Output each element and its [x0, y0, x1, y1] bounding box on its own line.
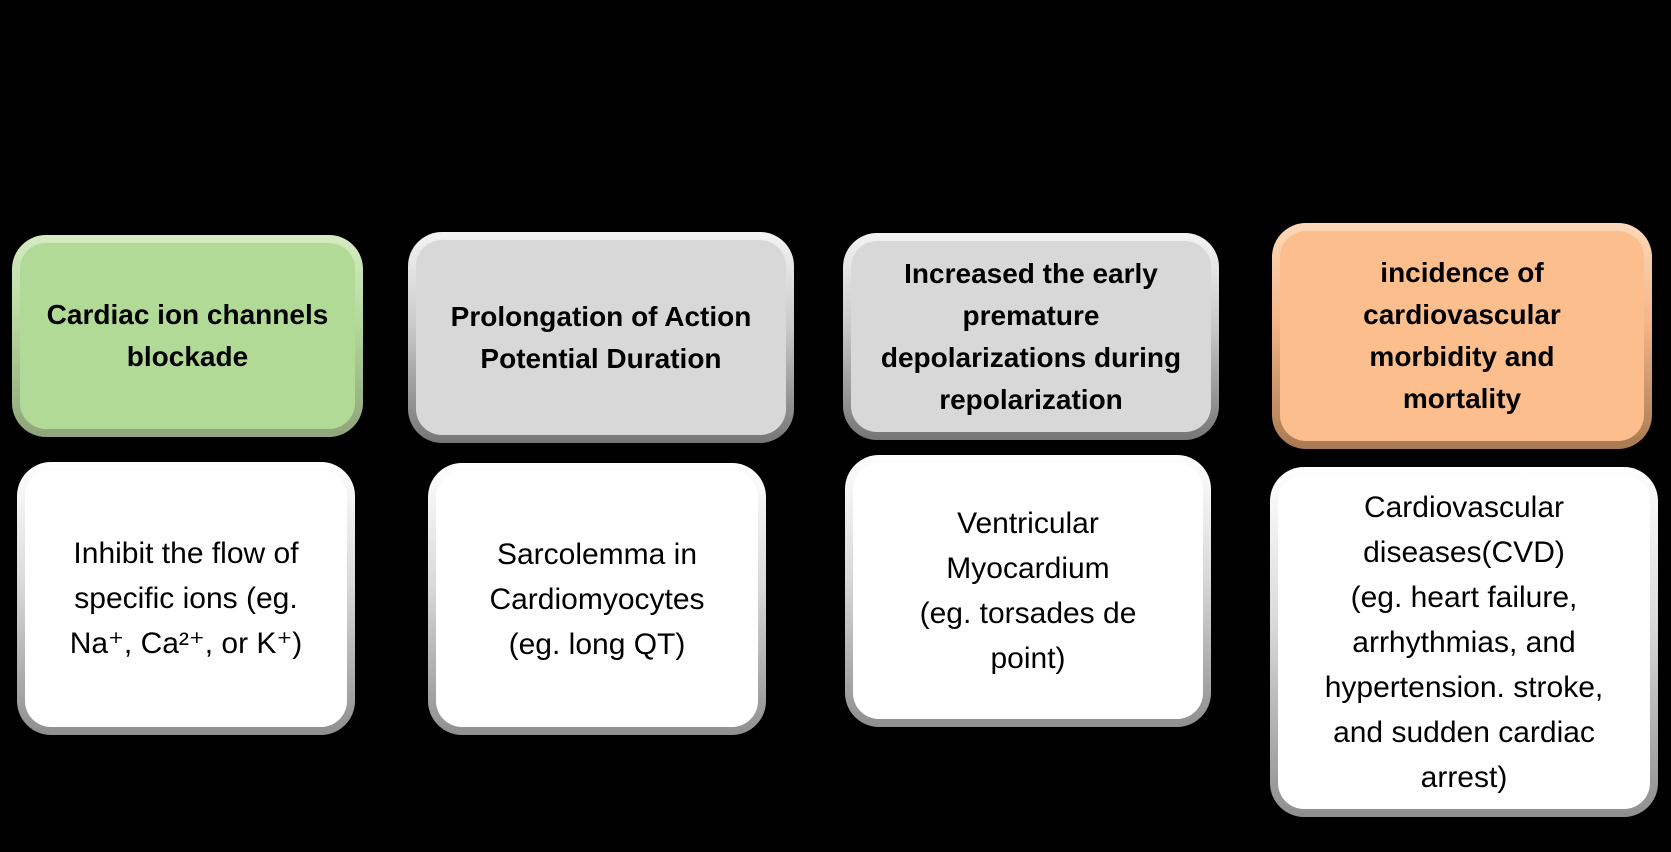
detail-box-ventricular-myocardium-fill: Ventricular Myocardium (eg. torsades de …	[853, 463, 1203, 719]
detail-ion-flow-inhibition-text: Inhibit the flow of specific ions (eg. N…	[69, 537, 303, 660]
header-box-cv-morbidity-mortality: incidence of cardiovascular morbidity an…	[1272, 223, 1652, 449]
detail-cardiovascular-diseases-text: Cardiovascular diseases(CVD) (eg. heart …	[1324, 490, 1604, 794]
detail-box-cardiovascular-diseases-fill: Cardiovascular diseases(CVD) (eg. heart …	[1278, 475, 1650, 809]
header-box-cv-morbidity-mortality-fill: incidence of cardiovascular morbidity an…	[1280, 231, 1644, 441]
header-box-early-depolarizations-fill: Increased the early premature depolariza…	[851, 241, 1211, 432]
detail-box-ion-flow-inhibition-fill: Inhibit the flow of specific ions (eg. N…	[25, 470, 347, 727]
detail-ventricular-myocardium-text: Ventricular Myocardium (eg. torsades de …	[919, 507, 1137, 675]
header-box-cardiac-ion-channels: Cardiac ion channels blockade	[12, 235, 363, 437]
header-cardiac-ion-channels-text: Cardiac ion channels blockade	[46, 299, 329, 372]
detail-box-sarcolemma-cardiomyocytes-fill: Sarcolemma in Cardiomyocytes (eg. long Q…	[436, 471, 758, 727]
header-action-potential-duration-text: Prolongation of Action Potential Duratio…	[450, 300, 752, 374]
header-box-action-potential-duration-fill: Prolongation of Action Potential Duratio…	[416, 240, 786, 435]
detail-box-cardiovascular-diseases: Cardiovascular diseases(CVD) (eg. heart …	[1270, 467, 1658, 817]
header-cv-morbidity-mortality-text: incidence of cardiovascular morbidity an…	[1363, 257, 1561, 414]
header-early-depolarizations-text: Increased the early premature depolariza…	[880, 257, 1182, 415]
header-box-early-depolarizations: Increased the early premature depolariza…	[843, 233, 1219, 440]
detail-box-sarcolemma-cardiomyocytes: Sarcolemma in Cardiomyocytes (eg. long Q…	[428, 463, 766, 735]
detail-sarcolemma-cardiomyocytes-text: Sarcolemma in Cardiomyocytes (eg. long Q…	[489, 537, 705, 661]
header-box-action-potential-duration: Prolongation of Action Potential Duratio…	[408, 232, 794, 443]
header-box-cardiac-ion-channels-fill: Cardiac ion channels blockade	[20, 243, 355, 429]
detail-box-ion-flow-inhibition: Inhibit the flow of specific ions (eg. N…	[17, 462, 355, 735]
detail-box-ventricular-myocardium: Ventricular Myocardium (eg. torsades de …	[845, 455, 1211, 727]
